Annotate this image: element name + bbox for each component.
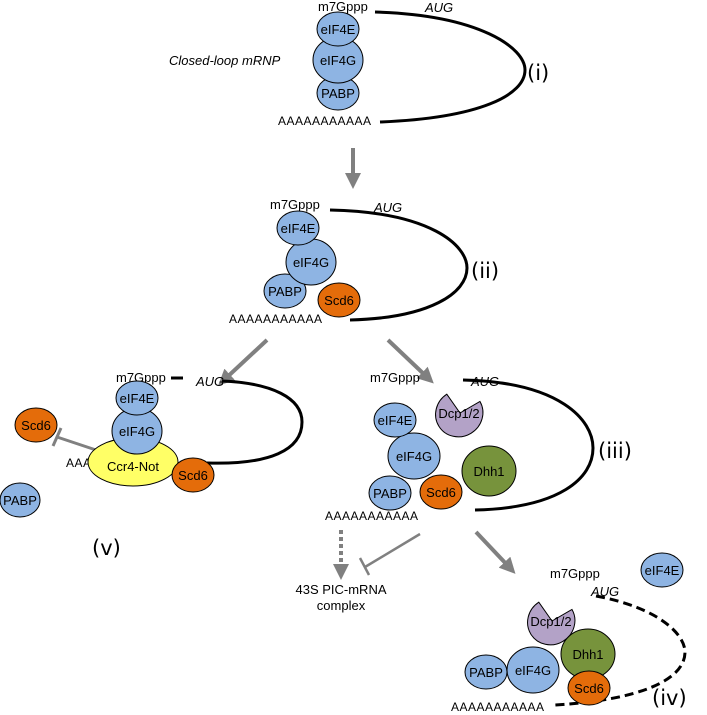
eif4g-v: eIF4G <box>111 407 163 455</box>
svg-text:PABP: PABP <box>3 493 37 508</box>
eif4g-iv: eIF4G <box>506 646 560 694</box>
eif4g-ii: eIF4G <box>285 238 337 286</box>
mrna-strand-iv-dashed <box>554 594 687 707</box>
polya-label-ii: AAAAAAAAAAA <box>229 312 323 326</box>
polya-label-i: AAAAAAAAAAA <box>278 114 372 128</box>
pabp-iii: PABP <box>368 475 412 511</box>
eif4g-iii: eIF4G <box>387 432 441 480</box>
eif4e-free-iv: eIF4E <box>640 552 684 588</box>
pabp-ii: PABP <box>263 273 307 309</box>
dhh1-iv: Dhh1 <box>560 628 616 680</box>
stage-v: m7Gppp AUG AAAAAAAAAAA Ccr4-Not eIF4G eI… <box>0 370 304 560</box>
svg-text:Dhh1: Dhh1 <box>572 647 603 662</box>
mrna-strand-i <box>374 10 527 124</box>
inhibition-line-iii <box>364 532 421 569</box>
dcp1-2-iii: Dcp1/2 <box>435 393 484 438</box>
svg-text:PABP: PABP <box>469 665 503 680</box>
svg-text:eIF4E: eIF4E <box>321 22 356 37</box>
svg-text:eIF4G: eIF4G <box>515 663 551 678</box>
inhibition-bar-v <box>51 427 63 447</box>
scd6-ii: Scd6 <box>317 282 361 318</box>
mrna-strand-ii <box>329 208 469 322</box>
aug-label-i: AUG <box>424 0 453 15</box>
scd6-iv: Scd6 <box>567 670 611 706</box>
eif4g-i: eIF4G <box>312 36 364 84</box>
svg-text:eIF4E: eIF4E <box>378 413 413 428</box>
stage-label-v: (v) <box>92 536 121 560</box>
cap-label-iv: m7Gppp <box>550 566 600 581</box>
mrna-strand-iii <box>462 378 595 512</box>
cap-label-i: m7Gppp <box>318 0 368 14</box>
svg-text:PABP: PABP <box>321 86 355 101</box>
aug-label-iii: AUG <box>470 374 499 389</box>
arrow-iii-to-iv <box>474 530 516 574</box>
stage-label-iv: (iv) <box>652 686 687 710</box>
stage-label-ii: (ii) <box>471 259 499 283</box>
scd6-free-v: Scd6 <box>14 407 58 443</box>
svg-text:PABP: PABP <box>373 486 407 501</box>
mrna-strand-v <box>206 379 304 465</box>
svg-text:Scd6: Scd6 <box>21 418 51 433</box>
svg-text:Scd6: Scd6 <box>178 468 208 483</box>
svg-text:Scd6: Scd6 <box>574 681 604 696</box>
svg-text:Dhh1: Dhh1 <box>473 464 504 479</box>
arrow-ii-to-v <box>218 338 269 386</box>
aug-label-ii: AUG <box>373 200 402 215</box>
polya-label-iv: AAAAAAAAAAA <box>451 700 545 714</box>
pabp-iv: PABP <box>464 654 508 690</box>
stage-iv: m7Gppp AUG AAAAAAAAAAA eIF4E Dcp1/2 Dhh1… <box>451 552 687 714</box>
cap-label-v: m7Gppp <box>116 370 166 385</box>
stage-i: m7Gppp AUG Closed-loop mRNP AAAAAAAAAAA … <box>169 0 549 128</box>
arrow-ii-to-iii <box>386 338 434 384</box>
scd6-iii: Scd6 <box>419 474 463 510</box>
scd6-bound-v: Scd6 <box>171 457 215 493</box>
stage-label-iii: (iii) <box>598 439 632 463</box>
dhh1-iii: Dhh1 <box>461 445 517 497</box>
eif4e-iii: eIF4E <box>373 402 417 438</box>
stage-label-i: (i) <box>527 61 549 85</box>
eif4e-i: eIF4E <box>316 11 360 47</box>
svg-text:eIF4G: eIF4G <box>396 449 432 464</box>
svg-text:eIF4E: eIF4E <box>120 391 155 406</box>
pic-line-1: 43S PIC-mRNA <box>295 582 386 597</box>
pic-line-2: complex <box>317 598 366 613</box>
pabp-i: PABP <box>316 75 360 111</box>
svg-text:Scd6: Scd6 <box>426 485 456 500</box>
eif4e-v: eIF4E <box>115 380 159 416</box>
polya-label-iii: AAAAAAAAAAA <box>325 509 419 523</box>
svg-text:eIF4E: eIF4E <box>281 221 316 236</box>
svg-text:eIF4E: eIF4E <box>645 563 680 578</box>
cap-label-ii: m7Gppp <box>270 197 320 212</box>
stage-iii: m7Gppp AUG AAAAAAAAAAA PABP eIF4G eIF4E … <box>325 370 632 523</box>
eif4e-ii: eIF4E <box>276 210 320 246</box>
svg-text:Dcp1/2: Dcp1/2 <box>438 406 479 421</box>
stage-ii: m7Gppp AUG AAAAAAAAAAA PABP Scd6 eIF4G e… <box>229 197 499 326</box>
inhibition-bar-iii <box>358 557 371 576</box>
svg-text:Dcp1/2: Dcp1/2 <box>530 614 571 629</box>
cap-label-iii: m7Gppp <box>370 370 420 385</box>
closed-loop-label: Closed-loop mRNP <box>169 53 281 68</box>
svg-text:eIF4G: eIF4G <box>293 255 329 270</box>
svg-text:eIF4G: eIF4G <box>320 53 356 68</box>
svg-text:PABP: PABP <box>268 284 302 299</box>
svg-text:Scd6: Scd6 <box>324 293 354 308</box>
aug-label-iv: AUG <box>590 584 619 599</box>
pic-mrna-complex-label: 43S PIC-mRNA complex <box>295 582 386 613</box>
pabp-free-v: PABP <box>0 482 41 518</box>
aug-label-v: AUG <box>195 374 224 389</box>
svg-text:Ccr4-Not: Ccr4-Not <box>107 459 159 474</box>
svg-text:eIF4G: eIF4G <box>119 424 155 439</box>
dcp1-2-iv: Dcp1/2 <box>527 601 576 646</box>
